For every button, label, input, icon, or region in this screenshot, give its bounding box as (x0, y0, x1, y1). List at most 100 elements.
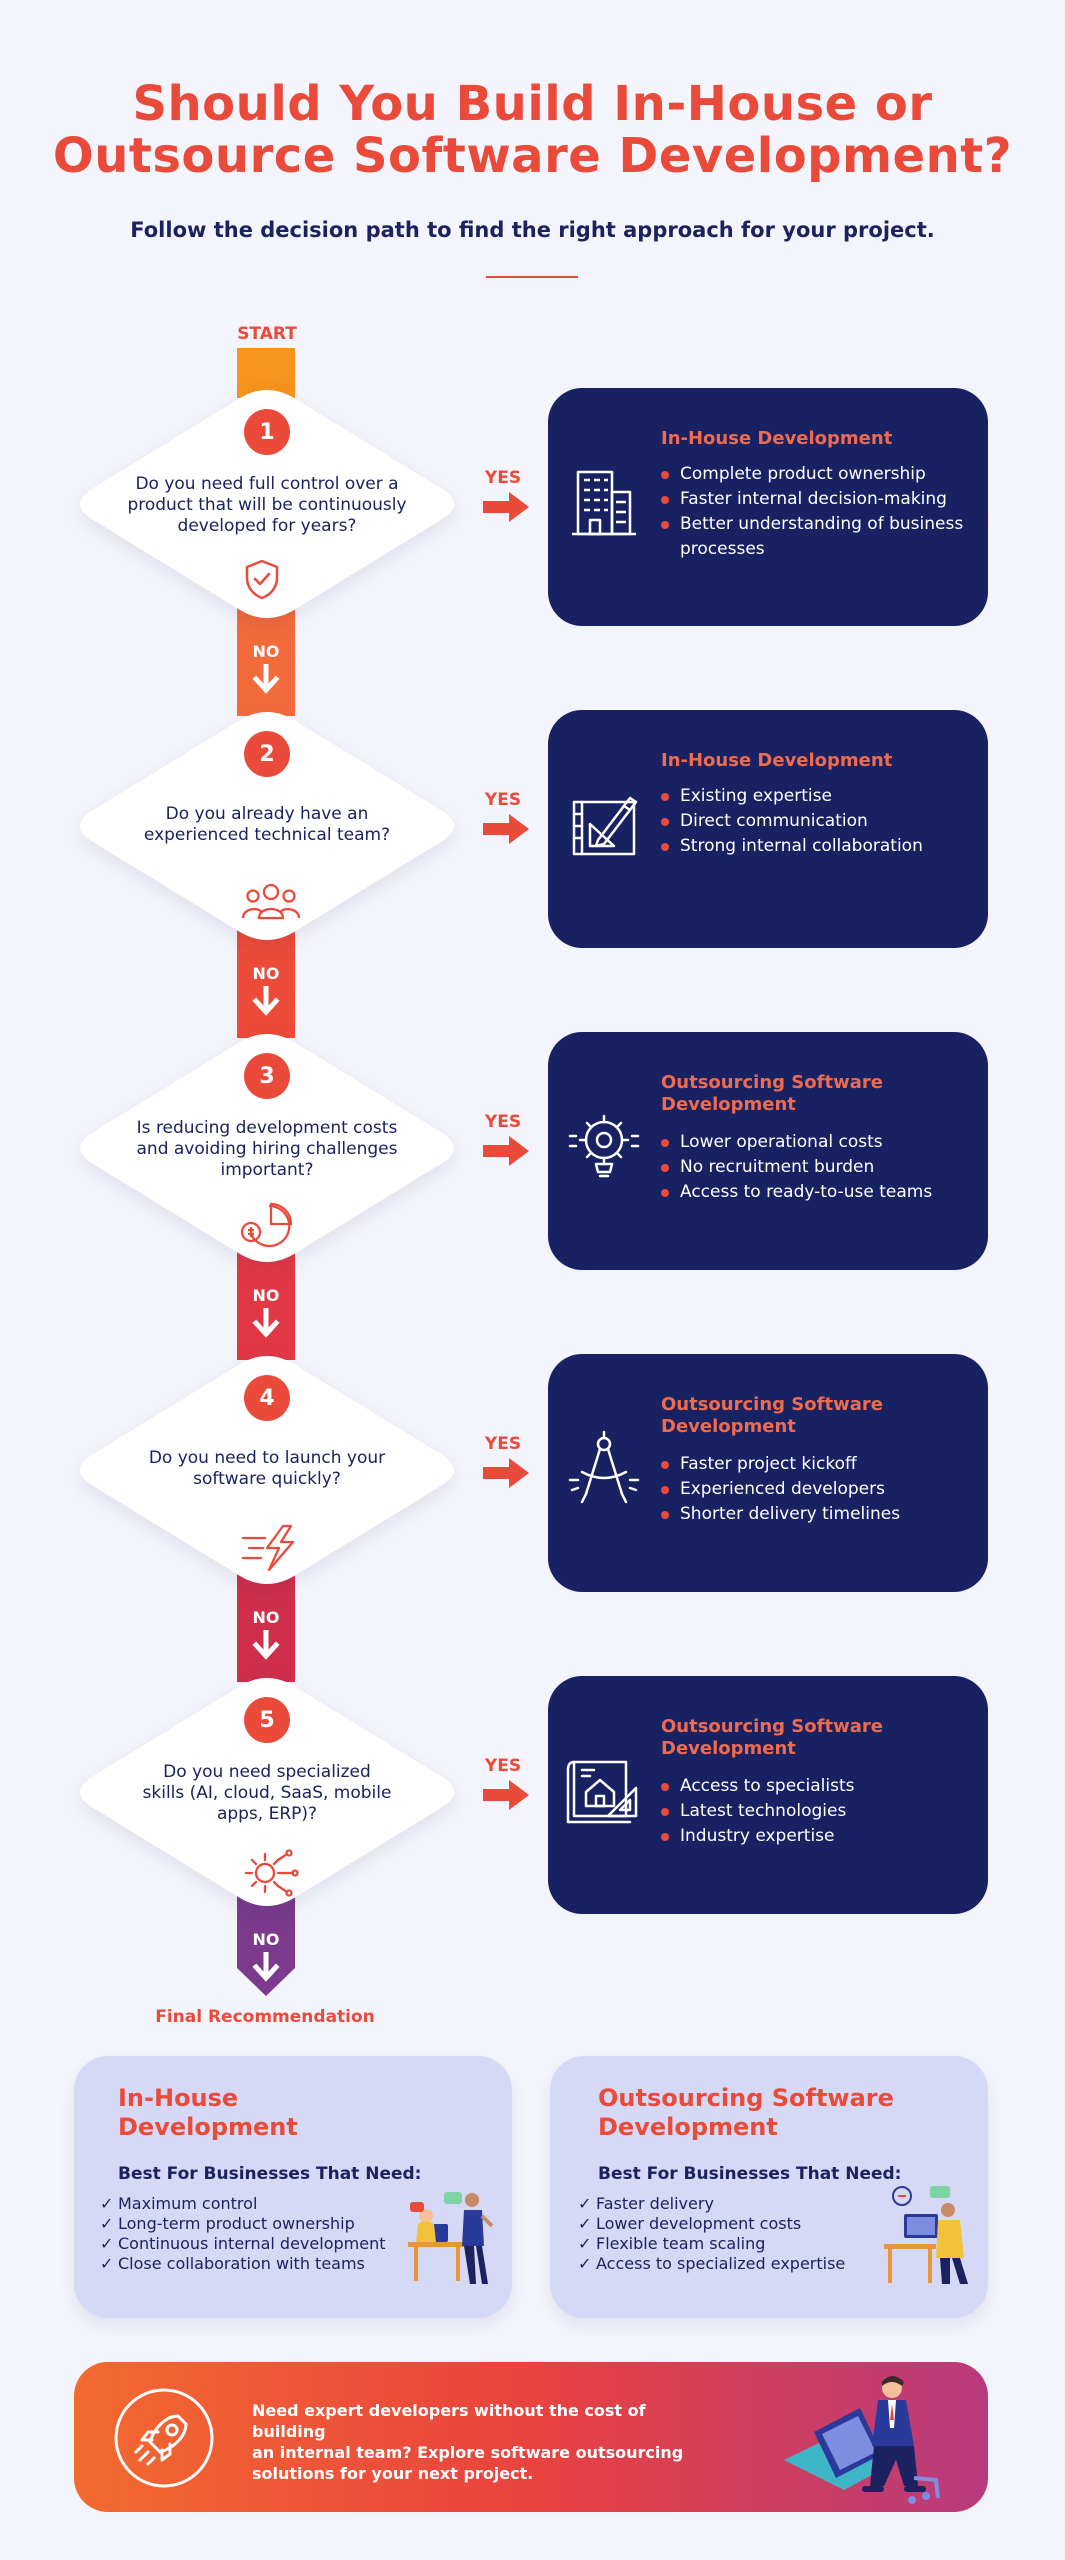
shield-check-icon (239, 556, 285, 607)
recommendation-item-text: Close collaboration with teams (118, 2254, 365, 2273)
bullet-dot (661, 1164, 669, 1172)
card-title-line: Development (661, 1094, 796, 1115)
benefit-item: Lower operational costs (661, 1130, 971, 1155)
down-arrow-icon (250, 663, 282, 699)
step-number-badge: 5 (244, 1697, 290, 1743)
blueprint-icon (564, 1750, 644, 1835)
no-label: NO (252, 1930, 280, 1949)
circuit-gear-icon (239, 1844, 299, 1907)
recommendation-item-text: Flexible team scaling (596, 2234, 766, 2253)
recommendation-item-text: Maximum control (118, 2194, 258, 2213)
recommendation-item-text: Lower development costs (596, 2214, 802, 2233)
right-arrow-icon (483, 1780, 529, 1815)
benefit-item: No recruitment burden (661, 1155, 971, 1180)
outcome-card-title: In-House Development (661, 750, 961, 772)
cta-line-2: an internal team? Explore software outso… (252, 2443, 684, 2462)
checkmark-icon: ✓ (578, 2234, 592, 2253)
gear-lightbulb-icon (564, 1106, 644, 1191)
flow-stem (237, 1572, 295, 1682)
benefit-text: Faster project kickoff (680, 1454, 857, 1474)
benefit-text: Existing expertise (680, 786, 832, 806)
question-line: apps, ERP)? (216, 1804, 318, 1824)
yes-label: YES (484, 1112, 522, 1132)
flow-stem (237, 606, 295, 716)
checkmark-icon: ✓ (100, 2234, 114, 2253)
recommendation-item-text: Continuous internal development (118, 2234, 386, 2253)
down-arrow-icon (250, 1951, 282, 1987)
no-label: NO (252, 964, 280, 983)
no-label: NO (252, 1608, 280, 1627)
question-line: Do you need to launch your (148, 1448, 386, 1468)
benefit-text: Access to ready-to-use teams (680, 1182, 933, 1202)
benefit-text: Better understanding of business process… (680, 514, 964, 559)
card-title-line: Outsourcing Software (661, 1072, 883, 1093)
down-arrow-icon (250, 985, 282, 1021)
title-divider (486, 276, 578, 278)
compass-icon (564, 1428, 644, 1513)
flow-stem (237, 1250, 295, 1360)
office-building-icon (564, 462, 644, 547)
card-title-line: Outsourcing Software (661, 1394, 883, 1415)
question-line: skills (AI, cloud, SaaS, mobile (142, 1783, 392, 1803)
in-house-team-illustration (404, 2180, 500, 2295)
recommendation-item-text: Faster delivery (596, 2194, 714, 2213)
bullet-dot (661, 1833, 669, 1841)
recommendation-item: ✓Access to specialized expertise (578, 2254, 845, 2274)
title-line-1: Should You Build In-House or (132, 76, 933, 132)
bullet-dot (661, 1189, 669, 1197)
benefit-text: Faster internal decision-making (680, 489, 947, 509)
recommendation-subtitle: Best For Businesses That Need: (598, 2164, 902, 2184)
recommendation-title-line: Outsourcing Software (598, 2084, 894, 2112)
benefit-item: Faster project kickoff (661, 1452, 971, 1477)
checkmark-icon: ✓ (100, 2194, 114, 2213)
benefit-item: Complete product ownership (661, 462, 971, 487)
team-group-icon (239, 878, 303, 929)
down-arrow-icon (250, 1629, 282, 1665)
recommendation-item: ✓Flexible team scaling (578, 2234, 845, 2254)
question-line: software quickly? (193, 1469, 341, 1489)
outcome-card-title: In-House Development (661, 428, 961, 450)
benefit-item: Direct communication (661, 809, 971, 834)
down-arrow-icon (250, 1307, 282, 1343)
benefit-text: Direct communication (680, 811, 868, 831)
benefit-item: Access to ready-to-use teams (661, 1180, 971, 1205)
flow-stem (237, 928, 295, 1038)
benefit-item: Industry expertise (661, 1824, 971, 1849)
yes-label: YES (484, 1434, 522, 1454)
bullet-dot (661, 1511, 669, 1519)
flow-arrow-tip (237, 1968, 295, 1996)
recommendation-list: ✓Faster delivery✓Lower development costs… (578, 2194, 845, 2274)
question-line: developed for years? (177, 516, 357, 536)
recommendation-list: ✓Maximum control✓Long-term product owner… (100, 2194, 385, 2274)
bullet-dot (661, 793, 669, 801)
card-title-line: Development (661, 1416, 796, 1437)
cta-banner[interactable]: Need expert developers without the cost … (74, 2362, 988, 2512)
yes-label: YES (484, 1756, 522, 1776)
benefit-item: Existing expertise (661, 784, 971, 809)
bullet-dot (661, 496, 669, 504)
card-title-line: In-House Development (661, 750, 893, 771)
bullet-dot (661, 1486, 669, 1494)
recommendation-item: ✓Maximum control (100, 2194, 385, 2214)
recommendation-item-text: Long-term product ownership (118, 2214, 355, 2233)
benefit-text: Experienced developers (680, 1479, 885, 1499)
lightning-speed-icon (239, 1522, 303, 1579)
outsourced-team-illustration (880, 2180, 976, 2295)
no-label: NO (252, 642, 280, 661)
checkmark-icon: ✓ (100, 2214, 114, 2233)
